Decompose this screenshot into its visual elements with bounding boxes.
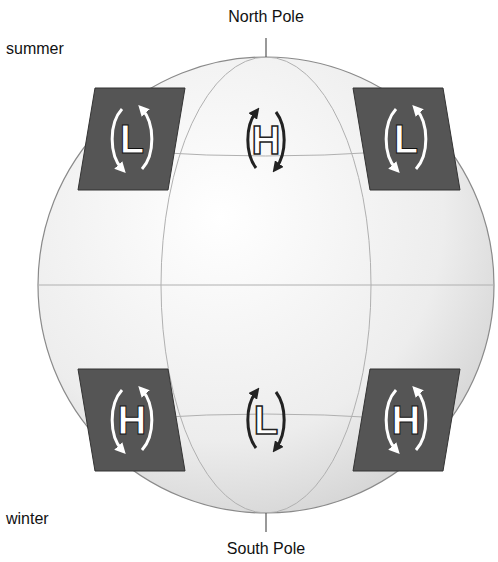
region-fill <box>78 369 185 471</box>
pressure-region: L <box>77 87 187 191</box>
text-label: summer <box>6 40 64 58</box>
pole-tick <box>265 513 266 532</box>
pole-tick <box>265 38 266 57</box>
text-label: winter <box>6 510 49 528</box>
pressure-letter: L <box>394 119 418 159</box>
pressure-region: H <box>77 368 187 472</box>
region-fill <box>78 88 185 190</box>
pressure-letter: H <box>252 120 281 160</box>
pressure-letter: H <box>392 400 421 440</box>
pressure-letter: L <box>120 119 144 159</box>
text-label: South Pole <box>227 540 305 558</box>
text-label: North Pole <box>228 8 304 26</box>
circulation-arrows <box>248 112 284 448</box>
region-fill <box>353 369 460 471</box>
region-fill <box>353 88 460 190</box>
pressure-region: L <box>351 87 461 191</box>
pressure-region: H <box>351 368 461 472</box>
pressure-letter: L <box>254 400 278 440</box>
pressure-letter: H <box>118 400 147 440</box>
grid-lines <box>30 57 498 513</box>
